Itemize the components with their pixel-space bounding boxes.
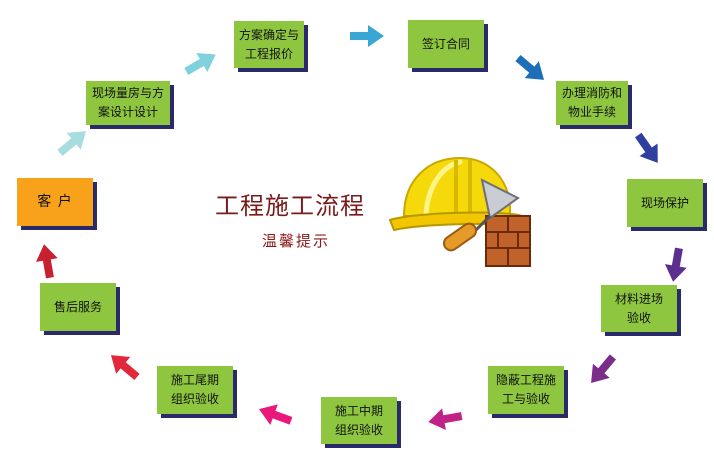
arrow-icon [350,25,384,47]
step-final-inspection: 施工尾期 组织验收 [157,366,233,414]
arrow-icon [104,347,144,386]
diagram-title: 工程施工流程 [215,192,365,220]
diagram-subtitle: 温馨提示 [261,232,330,250]
step-concealed-works: 隐蔽工程施 工与验收 [488,366,564,414]
step-customer: 客 户 [17,178,93,226]
step-plan-quote: 方案确定与 工程报价 [234,21,304,68]
step-sign-contract: 签订合同 [408,20,484,68]
arrow-icon [511,50,551,89]
step-site-measure-design: 现场量房与方 案设计设计 [86,81,170,125]
arrow-icon [662,246,690,283]
step-site-protection: 现场保护 [627,179,703,227]
step-after-sales: 售后服务 [40,283,116,331]
arrow-icon [255,399,294,431]
step-mid-inspection: 施工中期 组织验收 [321,397,397,444]
arrow-icon [629,129,667,169]
arrow-icon [33,242,61,279]
arrow-icon [426,405,463,433]
hard-hat-trowel-brick-icon [386,150,536,270]
arrow-icon [181,45,221,81]
step-fire-property: 办理消防和 物业手续 [556,81,628,125]
arrow-icon [53,123,93,162]
arrow-icon [583,350,622,390]
step-material-inspection: 材料进场 验收 [601,285,677,332]
